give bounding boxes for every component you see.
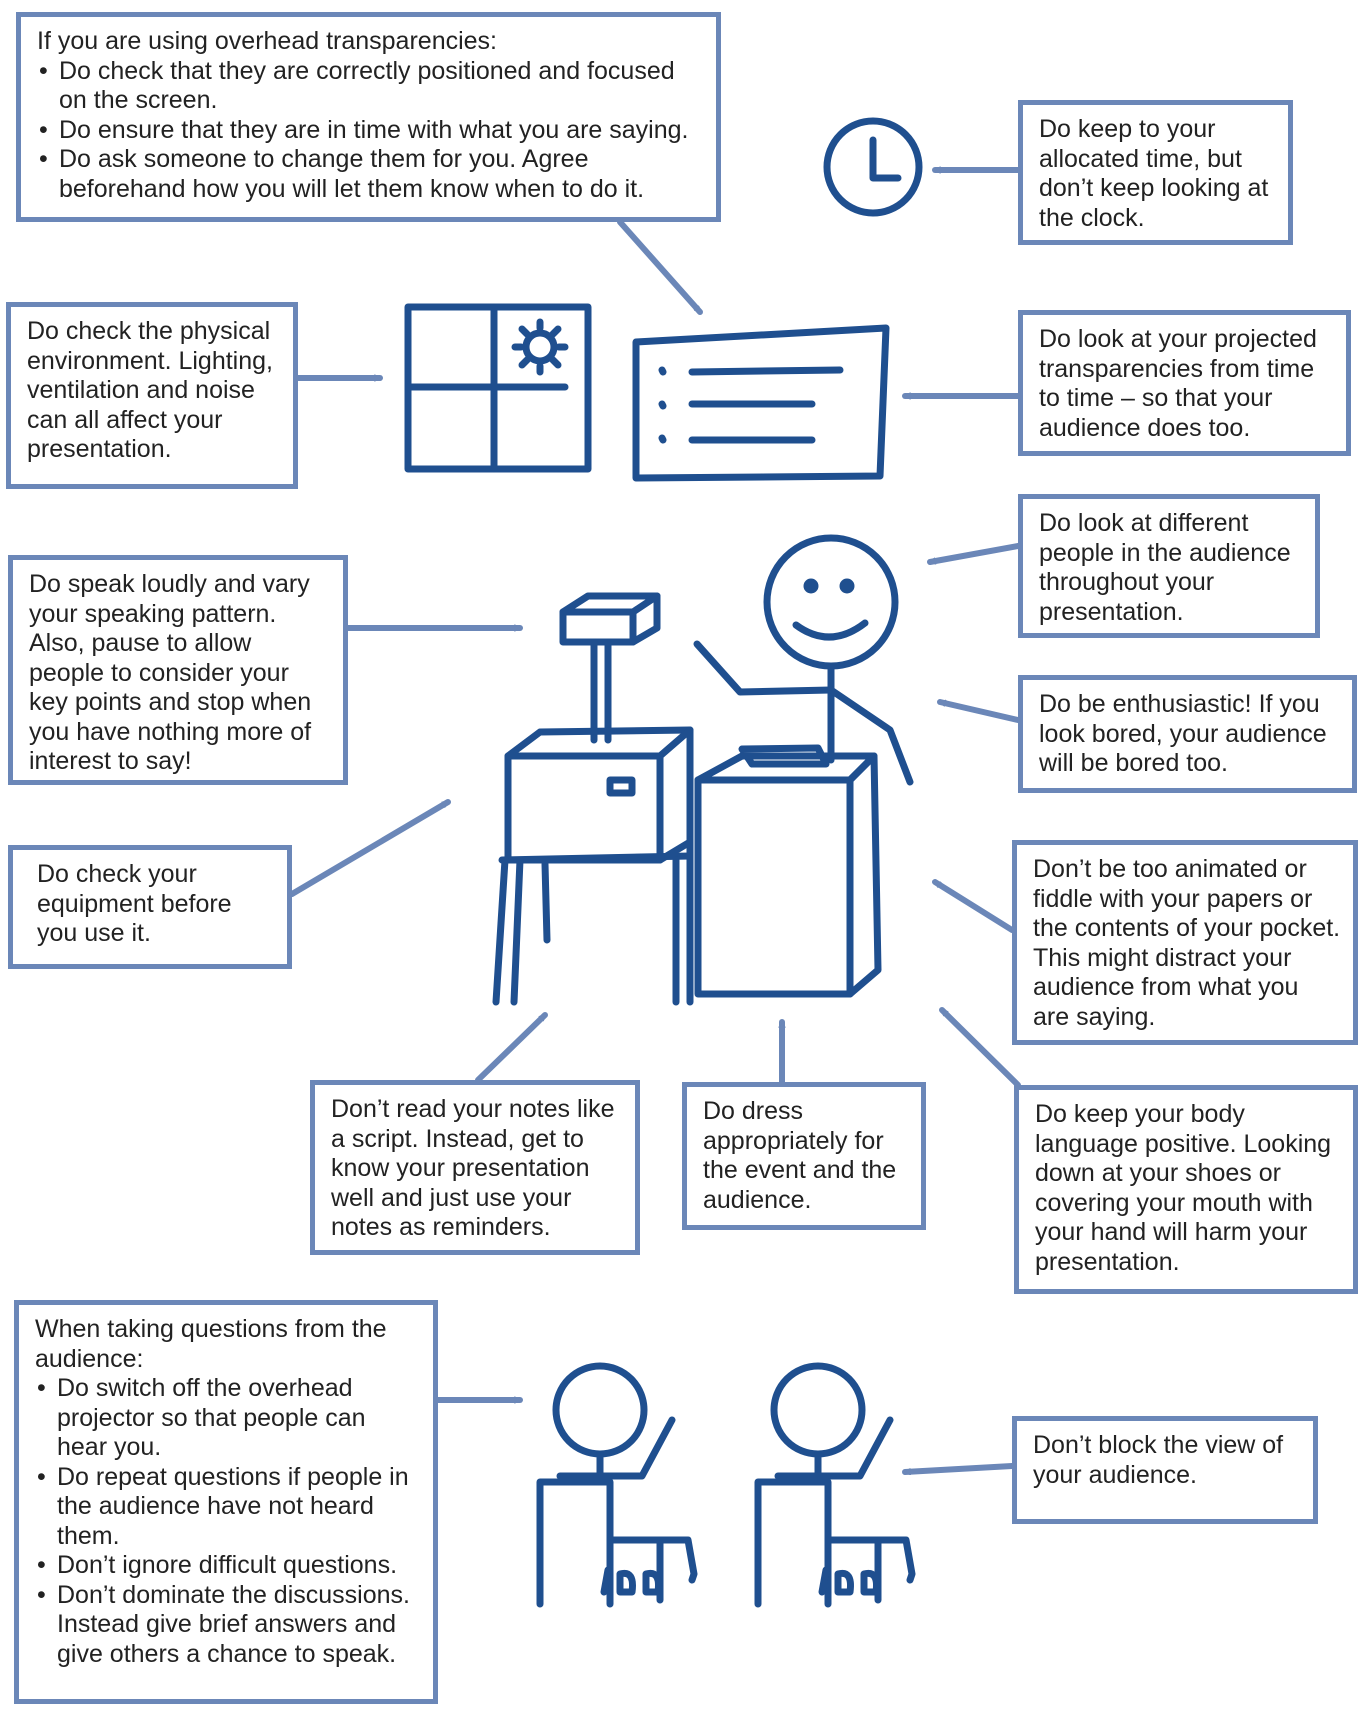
note-transparencies-list: Do check that they are correctly positio… [37,57,704,205]
note-notes-script-text: Don’t read your notes like a script. Ins… [331,1095,615,1241]
clock-icon [823,117,923,217]
arrow-body-language [939,1007,1021,1088]
list-item: Do ask someone to change them for you. A… [37,145,704,204]
note-speak-text: Do speak loudly and vary your speaking p… [29,570,312,775]
overhead-projector-on-table [492,592,694,1006]
list-item: Do switch off the overhead projector so … [35,1374,421,1463]
arrow-equipment [289,799,451,897]
note-time-text: Do keep to your allocated time, but don’… [1039,115,1269,232]
note-enthusiastic-text: Do be enthusiastic! If you look bored, y… [1039,690,1327,777]
note-speak: Do speak loudly and vary your speaking p… [8,555,348,785]
note-environment: Do check the physical environment. Light… [6,302,298,489]
note-transparencies: If you are using overhead transparencies… [16,12,721,222]
arrow-transparencies [617,219,703,315]
note-look-people: Do look at different people in the audie… [1018,494,1320,638]
arrow-animated [932,879,1015,933]
window-with-sun-icon [404,303,592,473]
note-enthusiastic: Do be enthusiastic! If you look bored, y… [1018,675,1357,793]
note-notes-script: Don’t read your notes like a script. Ins… [310,1080,640,1255]
arrow-notes [475,1012,548,1083]
arrow-enthusiastic [937,699,1021,723]
note-block-view: Don’t block the view of your audience. [1012,1416,1318,1524]
list-item: Do repeat questions if people in the aud… [35,1463,421,1552]
presenter-stick-figure [693,534,914,786]
note-animated: Don’t be too animated or fiddle with you… [1012,840,1358,1045]
note-dress: Do dress appropriately for the event and… [682,1082,926,1230]
audience-member-stick-figure [754,1362,916,1608]
note-equipment-text: Do check your equipment before you use i… [37,860,232,947]
note-animated-text: Don’t be too animated or fiddle with you… [1033,855,1341,1031]
audience-member-stick-figure [536,1362,698,1608]
arrow-block-view [902,1463,1015,1472]
note-dress-text: Do dress appropriately for the event and… [703,1097,897,1214]
note-projected-text: Do look at your projected transparencies… [1039,325,1317,442]
note-look-people-text: Do look at different people in the audie… [1039,509,1291,626]
list-item: Do ensure that they are in time with wha… [37,116,704,146]
note-time: Do keep to your allocated time, but don’… [1018,100,1293,245]
note-questions: When taking questions from the audience:… [14,1300,438,1704]
list-item: Do check that they are correctly positio… [37,57,704,116]
list-item: Don’t dominate the discussions. Instead … [35,1581,421,1670]
note-transparencies-intro: If you are using overhead transparencies… [37,27,497,55]
list-item: Don’t ignore difficult questions. [35,1551,421,1581]
note-equipment: Do check your equipment before you use i… [8,845,292,969]
note-block-view-text: Don’t block the view of your audience. [1033,1431,1284,1489]
note-questions-intro: When taking questions from the audience: [35,1315,387,1373]
note-environment-text: Do check the physical environment. Light… [27,317,273,463]
note-body-language: Do keep your body language positive. Loo… [1014,1085,1358,1294]
note-questions-list: Do switch off the overhead projector so … [35,1374,421,1669]
note-body-language-text: Do keep your body language positive. Loo… [1035,1100,1332,1276]
note-projected: Do look at your projected transparencies… [1018,310,1351,456]
arrow-look-people [927,543,1021,565]
projected-slide-icon [632,324,890,482]
lectern [694,744,882,998]
